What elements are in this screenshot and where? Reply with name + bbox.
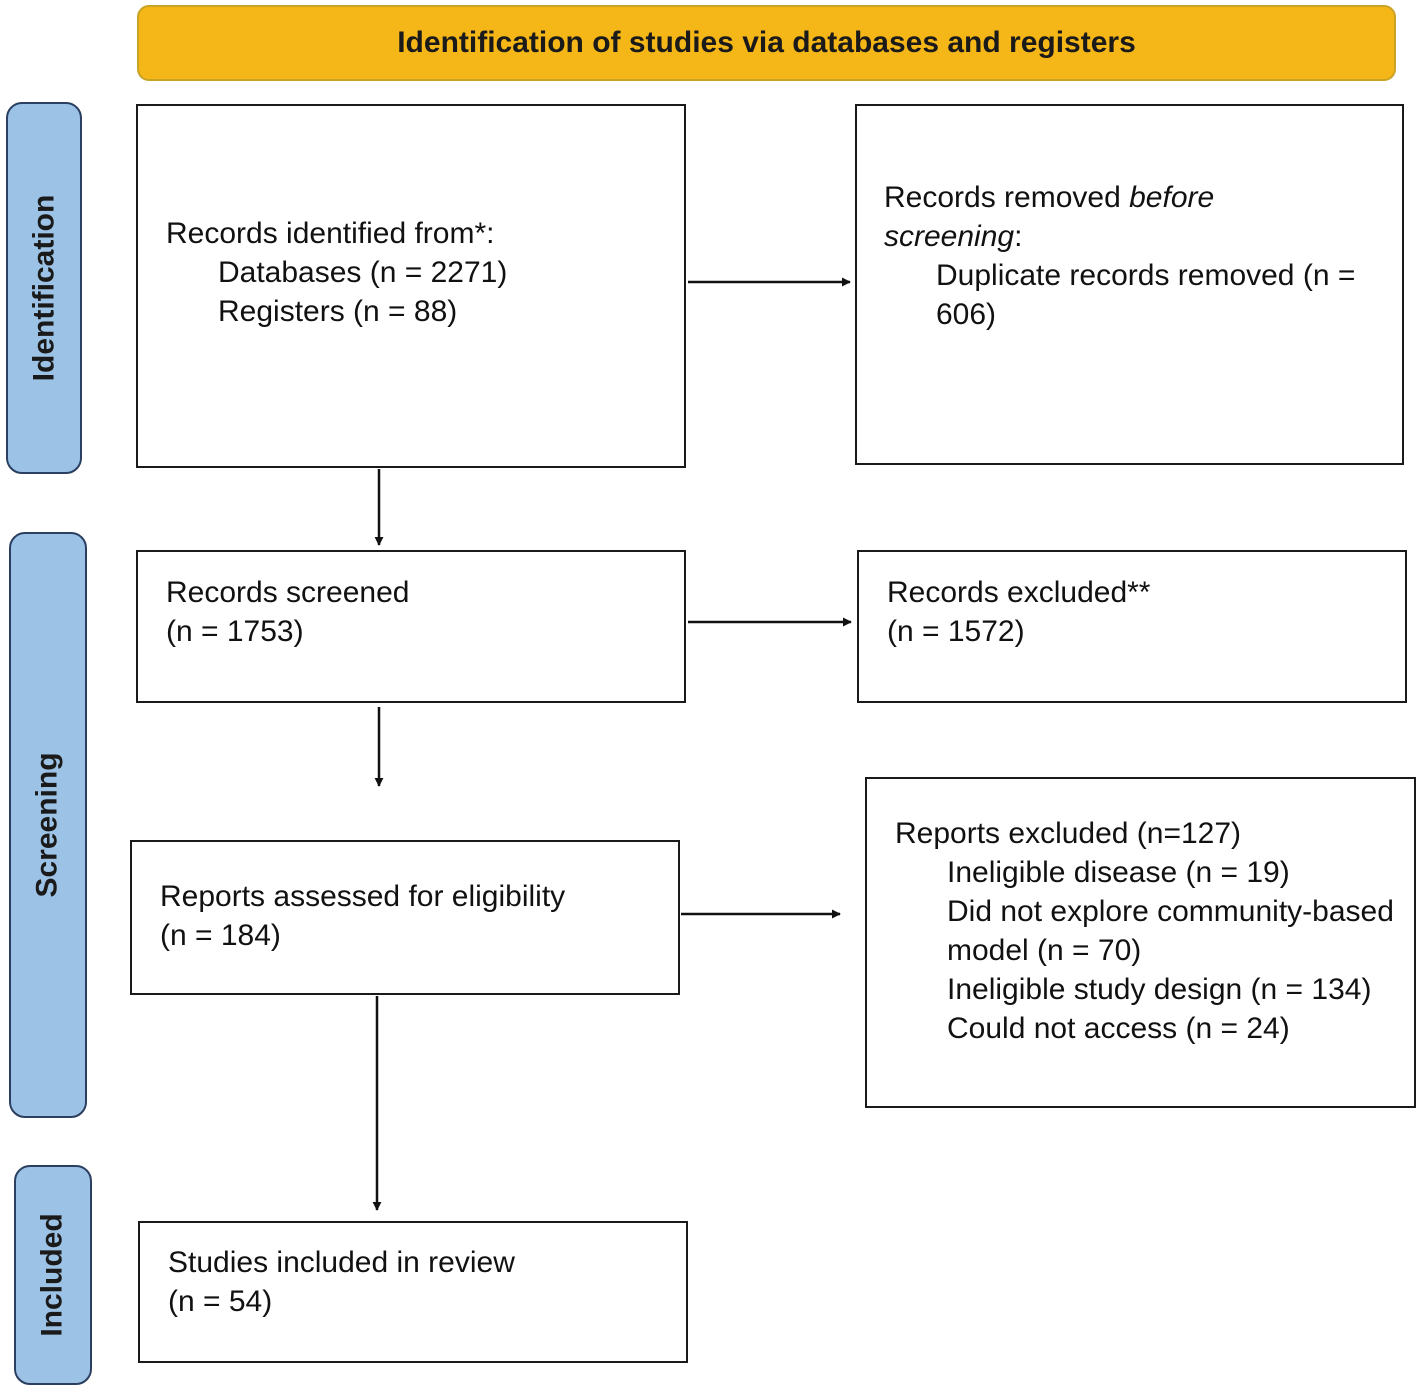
- phase-screening: Screening: [9, 532, 87, 1118]
- studies-included-title: Studies included in review: [168, 1246, 515, 1279]
- phase-screening-label: Screening: [31, 752, 64, 898]
- records-screened-count: (n = 1753): [166, 614, 304, 648]
- records-removed-box: Records removed before screening: Duplic…: [855, 104, 1404, 465]
- records-screened-box: Records screened (n = 1753): [136, 550, 686, 703]
- header-bar: Identification of studies via databases …: [137, 5, 1396, 81]
- phase-identification: Identification: [6, 102, 82, 474]
- records-removed-title-colon: :: [1014, 219, 1023, 253]
- records-identified-databases: Databases (n = 2271): [218, 255, 508, 289]
- reports-excluded-title: Reports excluded (n=127): [895, 816, 1242, 850]
- records-identified-box: Records identified from*: Databases (n =…: [136, 104, 686, 468]
- phase-included-label: Included: [36, 1213, 69, 1337]
- studies-included-box: Studies included in review (n = 54): [138, 1221, 688, 1363]
- records-identified-registers: Registers (n = 88): [218, 294, 458, 328]
- studies-included-count: (n = 54): [168, 1285, 273, 1318]
- reports-excluded-box: Reports excluded (n=127) Ineligible dise…: [865, 777, 1416, 1108]
- records-removed-title-line2: screening:: [884, 217, 1376, 256]
- records-excluded-title: Records excluded**: [887, 575, 1151, 609]
- reports-assessed-box: Reports assessed for eligibility (n = 18…: [130, 840, 680, 995]
- reports-excluded-reason: Did not explore community-based model (n…: [947, 894, 1394, 967]
- records-identified-title: Records identified from*:: [166, 216, 495, 250]
- phase-identification-label: Identification: [27, 194, 61, 382]
- reports-assessed-title: Reports assessed for eligibility: [160, 879, 566, 913]
- records-removed-title: Records removed before: [884, 178, 1376, 217]
- reports-excluded-reason: Could not access (n = 24): [947, 1011, 1290, 1045]
- records-removed-duplicates: Duplicate records removed (n = 606): [936, 258, 1356, 331]
- phase-included: Included: [14, 1165, 92, 1385]
- records-screened-title: Records screened: [166, 575, 410, 609]
- header-title: Identification of studies via databases …: [397, 26, 1136, 59]
- records-removed-title-italic-2: screening: [884, 219, 1015, 253]
- records-excluded-count: (n = 1572): [887, 614, 1025, 648]
- reports-excluded-reason: Ineligible study design (n = 134): [947, 972, 1372, 1006]
- records-removed-title-italic: before: [1129, 180, 1215, 214]
- reports-excluded-reason: Ineligible disease (n = 19): [947, 855, 1290, 889]
- records-removed-title-plain: Records removed: [884, 180, 1130, 214]
- records-excluded-box: Records excluded** (n = 1572): [857, 550, 1407, 703]
- reports-assessed-count: (n = 184): [160, 918, 281, 952]
